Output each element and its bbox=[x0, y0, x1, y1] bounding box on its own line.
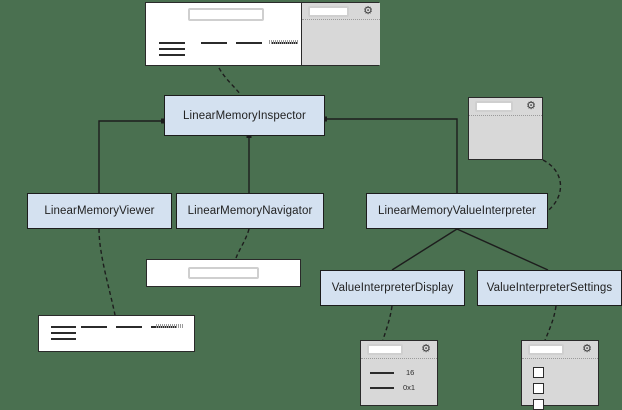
mockup-settings-body bbox=[522, 359, 598, 410]
mockup-navigator bbox=[146, 259, 301, 287]
edge-vid-to-mockup-display bbox=[381, 305, 393, 344]
node-label: LinearMemoryViewer bbox=[44, 205, 155, 217]
mockup-inspector-sidebar-header: ⚙ bbox=[302, 3, 380, 20]
gear-icon[interactable]: ⚙ bbox=[363, 5, 373, 17]
mockup-inspector-sidebar: ⚙ bbox=[301, 3, 380, 65]
node-label: LinearMemoryInspector bbox=[183, 109, 306, 122]
edge-lmvi-to-vid bbox=[391, 228, 458, 271]
mockup-interpreter-input[interactable] bbox=[475, 101, 513, 112]
node-label: ValueInterpreterSettings bbox=[486, 282, 613, 294]
mockup-display: ⚙ 16 0x1 bbox=[360, 340, 438, 406]
mockup-settings-checkbox[interactable] bbox=[533, 383, 544, 394]
mockup-display-row-label bbox=[370, 387, 394, 389]
node-linear-memory-navigator[interactable]: LinearMemoryNavigator bbox=[176, 193, 324, 229]
mockup-inspector-row-line bbox=[159, 54, 185, 56]
mockup-navigator-address-input[interactable] bbox=[188, 267, 259, 279]
mockup-inspector-byte-group bbox=[236, 42, 262, 44]
mockup-viewer-byte-group bbox=[81, 326, 107, 328]
mockup-inspector-byte-group bbox=[201, 42, 227, 44]
node-label: ValueInterpreterDisplay bbox=[331, 282, 454, 294]
mockup-settings: ⚙ bbox=[521, 340, 599, 410]
mockup-display-body: 16 0x1 bbox=[361, 359, 437, 405]
gear-icon[interactable]: ⚙ bbox=[421, 343, 431, 355]
node-label: LinearMemoryValueInterpreter bbox=[378, 205, 536, 217]
mockup-viewer bbox=[38, 315, 195, 352]
edge-lmv-to-mockup-viewer bbox=[98, 228, 116, 316]
edge-lmi-to-lmvi bbox=[325, 118, 458, 193]
edge-vis-to-mockup-settings bbox=[543, 305, 557, 344]
mockup-viewer-row-line bbox=[51, 326, 76, 328]
mockup-viewer-row-line bbox=[51, 338, 76, 340]
mockup-settings-input[interactable] bbox=[528, 344, 564, 355]
edge-lmvi-to-vis bbox=[456, 228, 549, 271]
gear-icon[interactable]: ⚙ bbox=[526, 100, 536, 112]
mockup-display-row-value: 16 bbox=[406, 368, 415, 377]
mockup-settings-checkbox[interactable] bbox=[533, 399, 544, 410]
node-linear-memory-inspector[interactable]: LinearMemoryInspector bbox=[164, 95, 325, 136]
mockup-inspector-row-line bbox=[159, 48, 185, 50]
mockup-display-row-value: 0x1 bbox=[403, 383, 416, 392]
mockup-viewer-byte-group bbox=[116, 326, 142, 328]
node-value-interpreter-display[interactable]: ValueInterpreterDisplay bbox=[320, 270, 465, 306]
mockup-interpreter: ⚙ bbox=[468, 97, 543, 160]
mockup-display-input[interactable] bbox=[367, 344, 403, 355]
mockup-inspector-ascii-dots bbox=[269, 40, 299, 44]
mockup-inspector-address-input[interactable] bbox=[188, 8, 264, 21]
mockup-settings-header: ⚙ bbox=[522, 341, 598, 359]
mockup-display-row-label bbox=[370, 372, 394, 374]
mockup-viewer-ascii-dots bbox=[156, 324, 184, 328]
mockup-inspector-main-pane bbox=[146, 3, 301, 65]
mockup-viewer-row-line bbox=[51, 332, 76, 334]
mockup-inspector-sidebar-input[interactable] bbox=[308, 6, 349, 17]
edge-mockup-inspector-to-lmi bbox=[218, 67, 242, 96]
mockup-interpreter-body bbox=[469, 116, 542, 159]
edge-lmn-to-mockup-navigator bbox=[235, 228, 250, 259]
node-linear-memory-viewer[interactable]: LinearMemoryViewer bbox=[27, 193, 172, 229]
mockup-display-header: ⚙ bbox=[361, 341, 437, 359]
mockup-settings-checkbox[interactable] bbox=[533, 367, 544, 378]
node-value-interpreter-settings[interactable]: ValueInterpreterSettings bbox=[477, 270, 622, 306]
edge-lmi-to-lmv bbox=[98, 120, 164, 193]
mockup-inspector: ⚙ bbox=[145, 2, 380, 66]
node-linear-memory-value-interpreter[interactable]: LinearMemoryValueInterpreter bbox=[366, 193, 548, 229]
mockup-interpreter-header: ⚙ bbox=[469, 98, 542, 116]
gear-icon[interactable]: ⚙ bbox=[582, 343, 592, 355]
node-label: LinearMemoryNavigator bbox=[187, 205, 313, 217]
mockup-inspector-row-line bbox=[159, 42, 185, 44]
